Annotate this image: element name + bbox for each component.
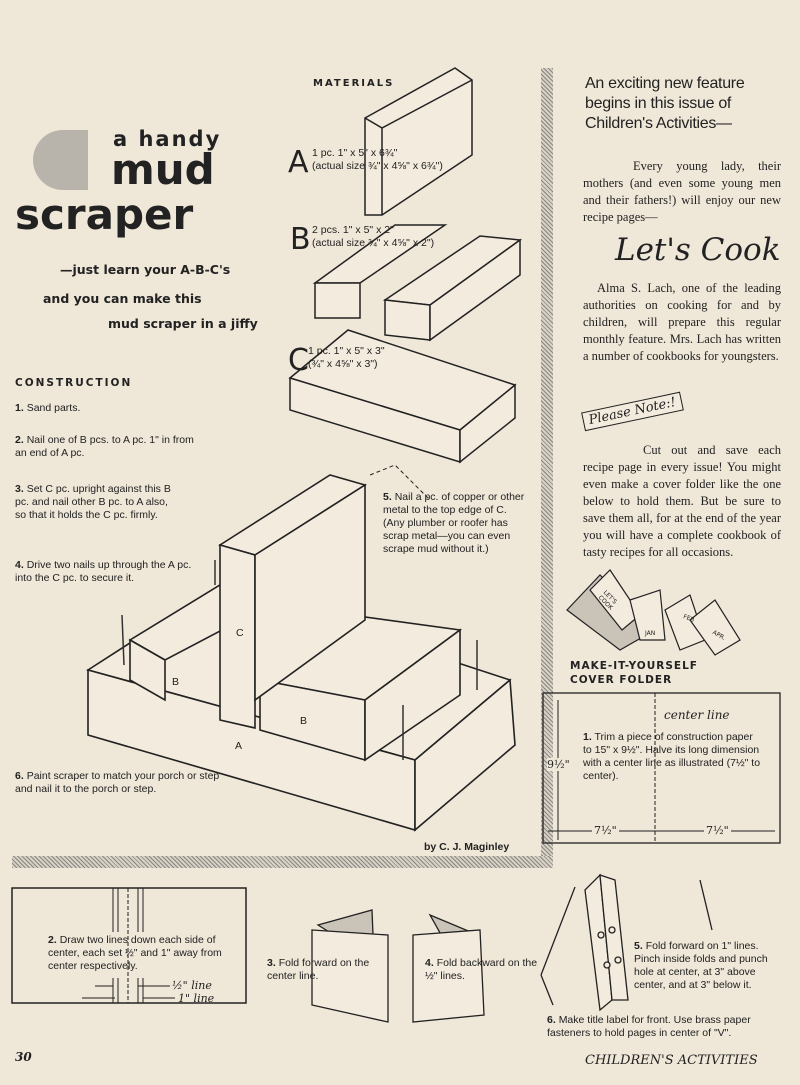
step-text: Trim a piece of construction paper to 15…: [583, 731, 761, 782]
folder-step-5: 5. Fold forward on 1" lines. Pinch insid…: [634, 940, 784, 992]
step-num: 2.: [15, 434, 24, 446]
scraper-drawing: [86, 474, 516, 832]
feature-title: Let's Cook: [615, 232, 781, 268]
materials-heading: MATERIALS: [313, 78, 395, 89]
step-text: Paint scraper to match your porch or ste…: [15, 770, 220, 795]
step-num: 6.: [547, 1014, 556, 1026]
title-line3: scraper: [15, 190, 194, 239]
step-text: Nail one of B pcs. to A pc. 1" in from a…: [15, 434, 194, 459]
step-num: 4.: [15, 559, 24, 571]
step-text: Set C pc. upright against this B pc. and…: [15, 483, 171, 521]
step-text: Nail a pc. of copper or other metal to t…: [383, 491, 525, 516]
step-num: 2.: [48, 934, 57, 946]
step-num: 5.: [383, 491, 392, 503]
subtitle-1: —just learn your A-B-C's: [60, 262, 231, 277]
material-b-line2: (actual size ¾" x 4⅝" x 2"): [312, 237, 435, 249]
height-dimension: 9½": [547, 758, 570, 771]
step-num: 1.: [583, 731, 592, 743]
diagram-label-b2: B: [300, 715, 308, 727]
folder-step-1: 1. Trim a piece of construction paper to…: [583, 731, 763, 783]
footprint-shape: [33, 130, 88, 190]
step-text: Fold forward on 1" lines. Pinch inside f…: [634, 940, 768, 991]
folder-heading: MAKE-IT-YOURSELF COVER FOLDER: [570, 660, 698, 686]
subtitle-2: and you can make this: [43, 291, 202, 306]
step-num: 4.: [425, 957, 434, 969]
material-a-line1: 1 pc. 1" x 5" x 6¾": [312, 147, 398, 159]
material-a-line2: (actual size ¾" x 4⅝" x 6¾"): [312, 160, 443, 172]
construction-step-4: 4. Drive two nails up through the A pc. …: [15, 559, 200, 585]
step-text: Fold forward on the center line.: [267, 957, 370, 982]
diagram-label-b1: B: [172, 676, 180, 688]
diagram-label-c: C: [236, 627, 244, 639]
panel-border-bottom: [12, 856, 553, 868]
step-num: 3.: [15, 483, 24, 495]
material-c-line1: 1 pc. 1" x 5" x 3": [308, 345, 385, 357]
step-text: Fold backward on the ½" lines.: [425, 957, 538, 982]
diagram-label-a: A: [235, 740, 243, 752]
step-num: 5.: [634, 940, 643, 952]
subtitle-3: mud scraper in a jiffy: [108, 316, 258, 331]
construction-step-3: 3. Set C pc. upright against this B pc. …: [15, 483, 180, 522]
magazine-name: CHILDREN'S ACTIVITIES: [585, 1053, 758, 1068]
construction-step-1: 1. Sand parts.: [15, 402, 200, 415]
half-inch-line-label: ½" line: [172, 979, 212, 992]
construction-step-6: 6. Paint scraper to match your porch or …: [15, 770, 230, 796]
sidebar-heading: An exciting new feature begins in this i…: [585, 75, 745, 132]
step-text: Make title label for front. Use brass pa…: [547, 1014, 751, 1039]
construction-heading: CONSTRUCTION: [15, 377, 133, 389]
center-line-label: center line: [664, 708, 730, 722]
folder-step-6: 6. Make title label for front. Use brass…: [547, 1014, 787, 1040]
title-line1: a handy: [113, 127, 222, 151]
material-b-line1: 2 pcs. 1" x 5" x 2": [312, 224, 394, 236]
material-b-letter: B: [290, 222, 311, 257]
page-number: 30: [15, 1050, 32, 1064]
folder-label-jan: JAN: [645, 630, 656, 637]
step-num: 3.: [267, 957, 276, 969]
construction-step-2: 2. Nail one of B pcs. to A pc. 1" in fro…: [15, 434, 200, 460]
material-a-letter: A: [288, 145, 309, 180]
left-half-dimension: 7½": [592, 824, 619, 837]
folder-step-3: 3. Fold forward on the center line.: [267, 957, 377, 983]
step-note: (Any plumber or roofer has scrap metal—y…: [383, 517, 511, 555]
folder-step-2: 2. Draw two lines down each side of cent…: [48, 934, 238, 973]
sidebar-para2: Alma S. Lach, one of the leading authori…: [583, 281, 781, 363]
sidebar-intro: Every young lady, their mothers (and eve…: [583, 159, 781, 224]
construction-step-5: 5. Nail a pc. of copper or other metal t…: [383, 491, 533, 556]
step-text: Draw two lines down each side of center,…: [48, 934, 222, 972]
right-half-dimension: 7½": [704, 824, 731, 837]
step-text: Drive two nails up through the A pc. int…: [15, 559, 192, 584]
panel-border-right: [541, 68, 553, 868]
step-text: Sand parts.: [26, 402, 81, 414]
one-inch-line-label: 1" line: [178, 992, 215, 1005]
credit: by C. J. Maginley: [424, 841, 510, 853]
title-line2: mud: [111, 145, 215, 194]
material-c-letter: C: [288, 343, 309, 378]
step-num: 1.: [15, 402, 24, 414]
step-num: 6.: [15, 770, 24, 782]
sidebar-para3: Cut out and save each recipe page in eve…: [583, 443, 781, 559]
material-c-line2: (¾" x 4⅝" x 3"): [308, 358, 378, 370]
folder-step-4: 4. Fold backward on the ½" lines.: [425, 957, 540, 983]
title-block: a handy mud scraper: [15, 95, 235, 245]
